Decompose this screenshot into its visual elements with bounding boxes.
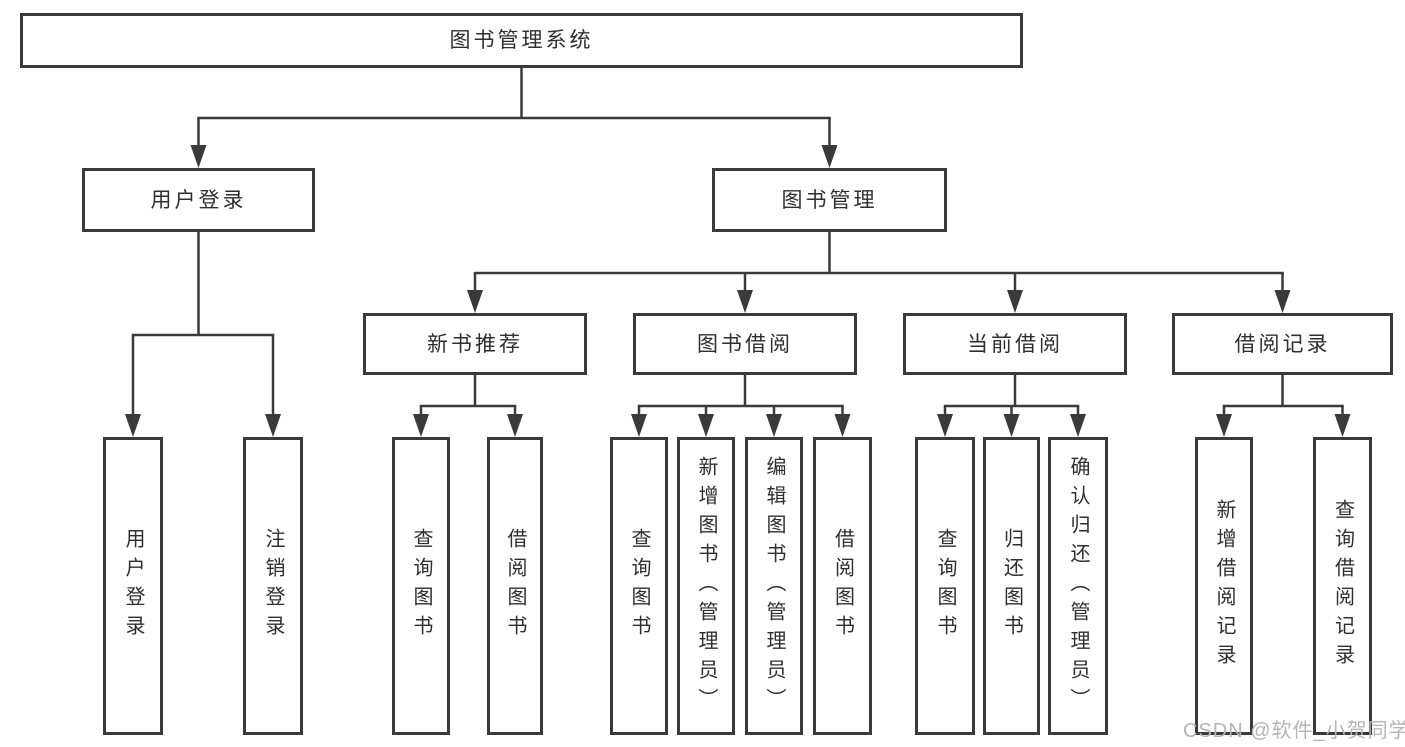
node-label: 图书借阅 xyxy=(697,332,793,356)
node-label: 注销登录 xyxy=(262,528,284,644)
node-leaf-query-books: 查询图书 xyxy=(610,437,668,735)
node-label: 新增图书（管理员） xyxy=(695,455,717,717)
node-label: 查询图书 xyxy=(628,528,650,644)
node-label: 查询图书 xyxy=(410,528,432,644)
node-label: 查询图书 xyxy=(934,528,956,644)
node-label: 归还图书 xyxy=(1000,528,1023,644)
node-label: 新增借阅记录 xyxy=(1213,499,1235,673)
node-leaf-query-books: 查询图书 xyxy=(392,437,450,735)
node-book-borrowing: 图书借阅 xyxy=(633,313,857,375)
node-label: 借阅记录 xyxy=(1234,332,1331,356)
node-label: 借阅图书 xyxy=(831,528,854,644)
node-leaf-add-borrow-record: 新增借阅记录 xyxy=(1195,437,1253,735)
node-leaf-return-books: 归还图书 xyxy=(983,437,1040,735)
watermark: CSDN @软件_小贺同学 xyxy=(1183,720,1405,742)
node-leaf-add-books-admin: 新增图书（管理员） xyxy=(677,437,735,735)
node-book-management: 图书管理 xyxy=(712,168,947,232)
node-leaf-user-login: 用户登录 xyxy=(103,437,163,735)
node-label: 查询借阅记录 xyxy=(1331,499,1354,673)
node-leaf-borrow-books: 借阅图书 xyxy=(487,437,543,735)
node-label: 新书推荐 xyxy=(427,332,523,356)
node-label: 图书管理系统 xyxy=(449,29,594,52)
node-label: 当前借阅 xyxy=(967,332,1063,356)
node-leaf-borrow-books: 借阅图书 xyxy=(813,437,872,735)
node-label: 编辑图书（管理员） xyxy=(763,455,785,717)
node-leaf-edit-books-admin: 编辑图书（管理员） xyxy=(745,437,803,735)
node-label: 确认归还（管理员） xyxy=(1067,455,1089,717)
node-borrowing-records: 借阅记录 xyxy=(1172,313,1393,375)
node-current-borrowing: 当前借阅 xyxy=(903,313,1127,375)
node-new-book-recommend: 新书推荐 xyxy=(363,313,587,375)
node-leaf-confirm-return-admin: 确认归还（管理员） xyxy=(1048,437,1108,735)
node-library-management-system: 图书管理系统 xyxy=(20,13,1023,68)
node-label: 用户登录 xyxy=(150,188,247,212)
node-label: 图书管理 xyxy=(781,188,878,212)
node-leaf-query-books: 查询图书 xyxy=(915,437,975,735)
node-leaf-query-borrow-record: 查询借阅记录 xyxy=(1313,437,1372,735)
node-user-login: 用户登录 xyxy=(82,168,315,232)
node-label: 用户登录 xyxy=(122,528,144,644)
node-leaf-logout: 注销登录 xyxy=(243,437,303,735)
node-label: 借阅图书 xyxy=(504,528,526,644)
